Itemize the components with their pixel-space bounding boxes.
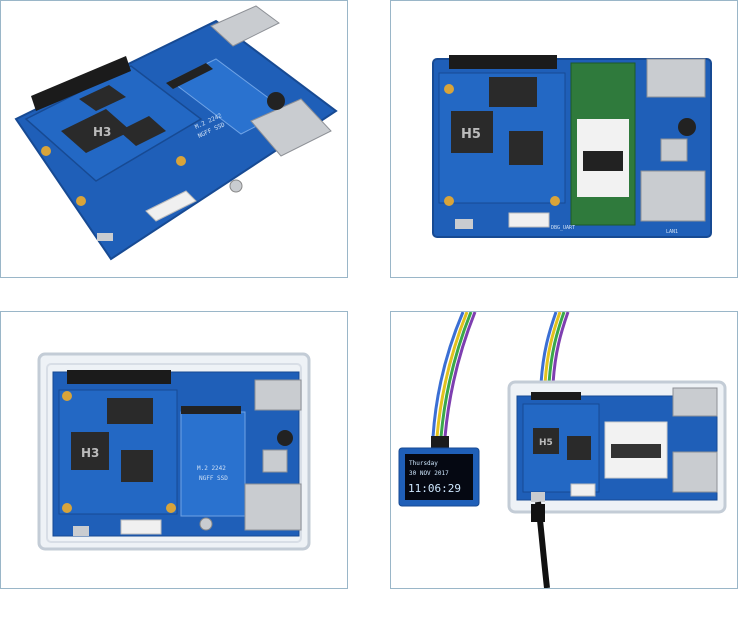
soc-chip [61, 109, 131, 153]
emmc-chip [509, 131, 543, 165]
standoff [229, 179, 243, 193]
m2-slot-label: M.2 2242 [197, 465, 226, 472]
audio-jack [277, 430, 293, 446]
wire-yellow [543, 312, 562, 385]
case-inner-edge [46, 363, 302, 543]
micro-usb-port [455, 219, 473, 229]
audio-port [660, 138, 688, 162]
ram-chip [79, 85, 126, 111]
soc-chip-label: H5 [539, 438, 553, 448]
soc-chip-label: H3 [81, 446, 99, 460]
power-connector [145, 190, 197, 222]
m2-slot-area [180, 411, 246, 517]
wire-blue [539, 312, 558, 385]
board-with-oled-illustration: Thursday 30 NOV 2017 11:06:29 H5 [398, 312, 727, 588]
mount-hole [444, 196, 454, 206]
ethernet-port [640, 170, 706, 222]
audio-jack [267, 92, 285, 110]
m2-connector [166, 63, 213, 89]
usb-port [646, 58, 706, 98]
micro-usb-port [531, 492, 545, 502]
ram-chip [107, 398, 153, 424]
m2-connector [181, 406, 241, 414]
mount-hole [41, 146, 51, 156]
uart-connector [570, 483, 596, 497]
wire-purple [443, 312, 477, 438]
ssd-barcode [583, 151, 623, 171]
wire-green [547, 312, 566, 385]
wire-green [439, 312, 473, 438]
lan-label: LAN1 [666, 229, 678, 235]
mount-hole [166, 503, 176, 513]
soc-chip [533, 428, 559, 454]
soc-chip [71, 432, 109, 470]
emmc-chip [119, 116, 166, 146]
soc-chip-label: H3 [93, 125, 111, 139]
micro-usb-port [97, 233, 113, 241]
oled-day: Thursday [409, 460, 438, 467]
ethernet-port [244, 483, 302, 531]
pin-header [31, 56, 131, 111]
ethernet-port [672, 451, 718, 493]
photo-panel-board-with-oled: Thursday 30 NOV 2017 11:06:29 H5 [390, 311, 738, 589]
ethernet-port [250, 98, 332, 157]
board-with-ssd-illustration: H5 LAN1 DBG_UART [432, 55, 712, 238]
wire-yellow [435, 312, 469, 438]
oled-time: 11:06:29 [408, 482, 461, 495]
usb-port [672, 387, 718, 417]
oled-header [431, 436, 449, 450]
standoff [199, 517, 213, 531]
ram-chip [489, 77, 537, 107]
photo-panel-angled-board: H3 M.2 2242 NGFF SSD [0, 0, 348, 278]
photo-panel-board-in-case: H3 M.2 2242 NGFF SSD [0, 311, 348, 589]
mount-hole [444, 84, 454, 94]
mount-hole [550, 196, 560, 206]
audio-port [262, 449, 288, 473]
emmc-chip [121, 450, 153, 482]
emmc-chip [567, 436, 591, 460]
soc-chip-label: H5 [461, 127, 481, 142]
mount-hole [176, 156, 186, 166]
uart-label: DBG_UART [551, 225, 575, 231]
wire-blue [431, 312, 465, 438]
angled-board-illustration: H3 M.2 2242 NGFF SSD [14, 5, 338, 261]
photo-panel-board-with-ssd: H5 LAN1 DBG_UART [390, 0, 738, 278]
oled-screen [405, 454, 473, 500]
ssd-barcode [611, 444, 661, 458]
board-in-case-illustration: H3 M.2 2242 NGFF SSD [37, 352, 311, 551]
power-connector [120, 519, 162, 535]
audio-jack [678, 118, 696, 136]
wire-purple [551, 312, 570, 385]
mount-hole [62, 503, 72, 513]
oled-date: 30 NOV 2017 [409, 470, 449, 477]
uart-connector [508, 212, 550, 228]
mount-hole [76, 196, 86, 206]
soc-chip [451, 111, 493, 153]
pin-header [67, 370, 171, 384]
pin-header [449, 55, 557, 69]
cable-plug [531, 504, 545, 522]
usb-port [210, 5, 280, 47]
usb-port [254, 379, 302, 411]
pin-header [531, 392, 581, 400]
ngff-slot-label: NGFF SSD [199, 475, 228, 482]
micro-usb-port [73, 526, 89, 536]
mount-hole [62, 391, 72, 401]
